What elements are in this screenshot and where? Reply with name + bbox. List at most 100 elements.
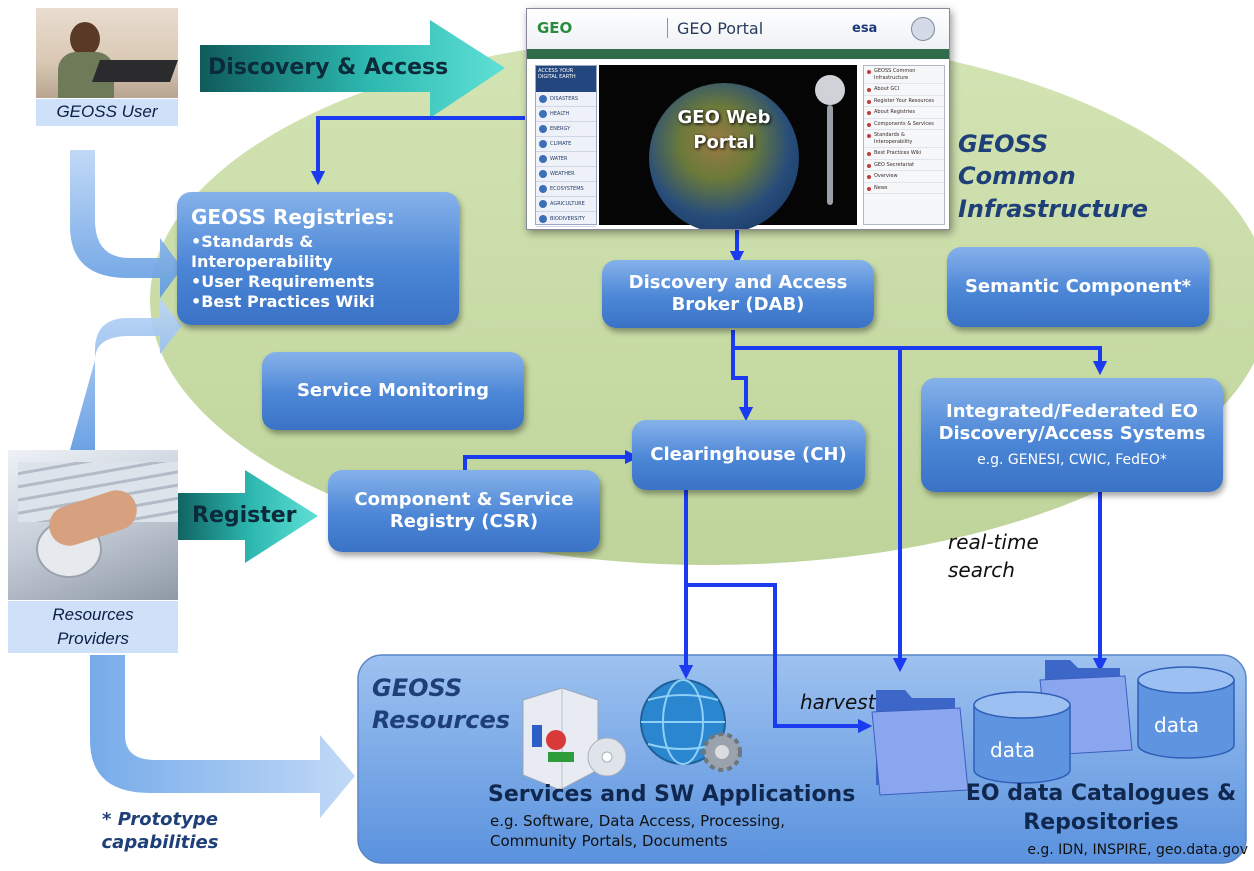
provider-photo <box>8 450 178 600</box>
portal-globe-view: GEO Web Portal <box>599 65 857 229</box>
portal-side-item[interactable]: ENERGY <box>536 122 596 137</box>
side-item-icon <box>539 95 547 103</box>
resources-title: GEOSS Resources <box>372 674 511 735</box>
side-item-icon <box>539 215 547 223</box>
portal-right-item[interactable]: Overview <box>864 171 944 183</box>
registries-item: •Best Practices Wiki <box>191 292 375 311</box>
portal-right-item[interactable]: Standards & Interoperability <box>864 130 944 148</box>
dab-box[interactable]: Discovery and Access Broker (DAB) <box>602 260 874 328</box>
side-item-icon <box>539 110 547 118</box>
right-item-icon <box>867 88 871 92</box>
data-cylinder-icon-2 <box>1137 666 1235 759</box>
semantic-component-box[interactable]: Semantic Component* <box>947 247 1209 327</box>
dab-label: Discovery and Access Broker (DAB) <box>628 271 848 316</box>
portal-side-item[interactable]: ECOSYSTEMS <box>536 182 596 197</box>
integrated-examples: e.g. GENESI, CWIC, FedEO* <box>977 451 1167 468</box>
user-to-registries-arrow <box>70 150 182 298</box>
side-item-icon <box>539 170 547 178</box>
discovery-access-label: Discovery & Access <box>208 55 449 80</box>
service-monitoring-label: Service Monitoring <box>296 379 490 401</box>
side-item-icon <box>539 140 547 148</box>
catalogues-title: EO data Catalogues & Repositories <box>965 781 1237 835</box>
software-box-icon <box>522 687 627 791</box>
seal-icon <box>911 17 935 41</box>
user-photo <box>36 8 178 98</box>
register-label: Register <box>192 503 297 528</box>
portal-right-item[interactable]: Best Practices Wiki <box>864 148 944 160</box>
side-item-icon <box>539 125 547 133</box>
provider-label: Resources Providers <box>52 605 134 648</box>
dab-to-integrated-flow <box>733 346 1108 376</box>
portal-side-item[interactable]: HEALTH <box>536 107 596 122</box>
registries-title: GEOSS Registries: <box>191 205 395 229</box>
data-cylinder-label-2: data <box>1154 713 1200 737</box>
portal-to-registries-flow <box>310 116 525 186</box>
portal-globe-label: GEO Web Portal <box>677 107 771 154</box>
right-item-icon <box>867 163 871 168</box>
register-arrow <box>170 470 318 563</box>
nav-compass[interactable] <box>815 75 845 105</box>
registries-item: •Standards & <box>191 232 314 251</box>
right-item-icon <box>867 186 871 191</box>
prototype-footnote: * Prototype capabilities <box>101 809 219 854</box>
provider-to-registries-arrow <box>70 298 182 450</box>
right-item-icon <box>867 122 871 127</box>
portal-right-item[interactable]: About GCI <box>864 84 944 96</box>
right-item-icon <box>867 175 871 179</box>
geo-logo: GEO <box>537 19 573 37</box>
provider-label-bar <box>8 601 178 653</box>
clearinghouse-harvest-flow <box>686 583 873 734</box>
portal-right-item[interactable]: Components & Services <box>864 119 944 130</box>
side-item-icon <box>539 200 547 208</box>
portal-side-item[interactable]: BIODIVERSITY <box>536 212 596 227</box>
portal-header-divider <box>667 18 668 38</box>
portal-nav-bar <box>527 49 949 59</box>
portal-side-item[interactable]: WATER <box>536 152 596 167</box>
infrastructure-label: GEOSS Common Infrastructure <box>958 130 1149 223</box>
geoss-registries-box[interactable]: GEOSS Registries: •Standards & Interoper… <box>177 192 459 325</box>
portal-side-item[interactable]: AGRICULTURE <box>536 197 596 212</box>
portal-side-item[interactable]: DISASTERS <box>536 92 596 107</box>
user-label: GEOSS User <box>56 102 158 121</box>
portal-right-item[interactable]: Register Your Resources <box>864 96 944 107</box>
csr-label: Component & Service Registry (CSR) <box>354 488 574 533</box>
integrated-systems-box[interactable]: Integrated/Federated EO Discovery/Access… <box>921 378 1223 492</box>
folder-icon <box>871 690 969 796</box>
catalogues-subtitle: e.g. IDN, INSPIRE, geo.data.gov <box>1027 842 1248 858</box>
csr-to-clearinghouse-flow <box>463 449 640 470</box>
provider-to-resources-arrow <box>90 655 355 818</box>
side-item-icon <box>539 155 547 163</box>
right-item-icon <box>867 70 871 74</box>
zoom-slider[interactable] <box>827 105 833 205</box>
semantic-label: Semantic Component* <box>964 275 1192 297</box>
data-cylinder-icon <box>973 691 1071 784</box>
right-item-icon <box>867 152 871 156</box>
esa-logo: esa <box>852 21 878 36</box>
portal-side-item[interactable]: WEATHER <box>536 167 596 182</box>
globe-gear-icon <box>640 679 742 772</box>
portal-side-tab: ACCESS YOUR DIGITAL EARTH <box>536 66 596 92</box>
right-item-icon <box>867 99 871 104</box>
portal-right-item[interactable]: About Registries <box>864 107 944 119</box>
side-item-icon <box>539 185 547 193</box>
geo-portal-window[interactable]: GEO GEO Portal esa ACCESS YOUR DIGITAL E… <box>526 8 950 230</box>
service-monitoring-box[interactable]: Service Monitoring <box>262 352 524 430</box>
registries-item: •User Requirements <box>191 272 375 291</box>
csr-box[interactable]: Component & Service Registry (CSR) <box>328 470 600 552</box>
clearinghouse-box[interactable]: Clearinghouse (CH) <box>632 420 865 490</box>
data-cylinder-label: data <box>990 738 1036 762</box>
registries-item: Interoperability <box>191 252 333 271</box>
portal-side-item[interactable]: CLIMATE <box>536 137 596 152</box>
dab-to-clearinghouse-flow <box>731 330 754 422</box>
portal-right-item[interactable]: GEO Secretariat <box>864 160 944 171</box>
portal-header-title: GEO Portal <box>677 19 764 38</box>
portal-right-item[interactable]: News <box>864 183 944 194</box>
portal-right-item[interactable]: GEOSS Common Infrastructure <box>864 66 944 84</box>
right-item-icon <box>867 134 871 138</box>
portal-header: GEO GEO Portal esa <box>527 9 949 49</box>
right-item-icon <box>867 111 871 115</box>
